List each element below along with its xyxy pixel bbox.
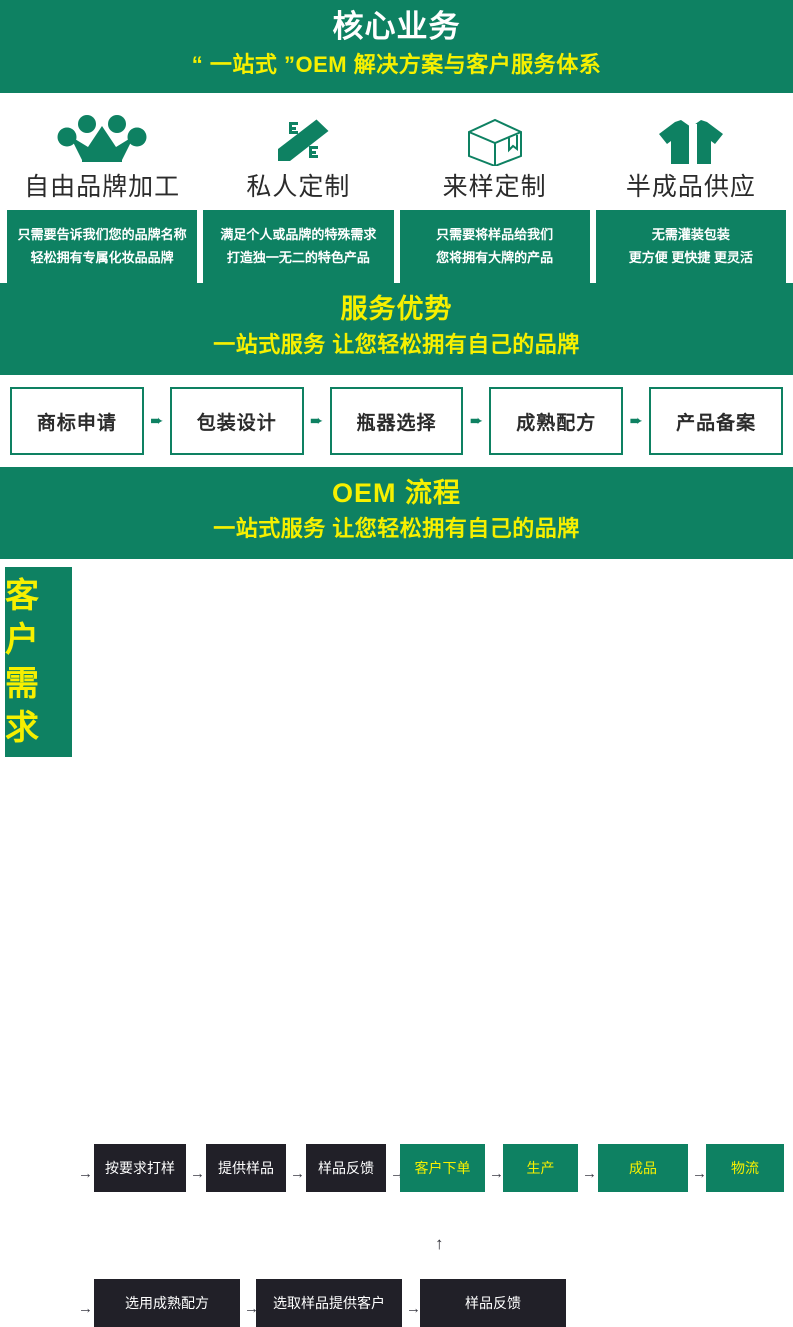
service-chain: 商标申请 ➨ 包装设计 ➨ 瓶器选择 ➨ 成熟配方 ➨ 产品备案 xyxy=(0,375,793,467)
page-title: 核心业务 xyxy=(332,9,461,44)
oem-flow-diagram: 客户需求 → 按要求打样 → 提供样品 → 样品反馈 → 客户下单 → 生产 →… xyxy=(0,559,793,1327)
service-advantage-title: 服务优势 xyxy=(340,294,453,324)
core-business-label: 半成品供应 xyxy=(625,173,756,202)
flow-node-bottom-1[interactable]: 选取样品提供客户 xyxy=(256,1279,402,1327)
page-subtitle: “ 一站式 ”OEM 解决方案与客户服务体系 xyxy=(191,52,602,77)
arrow-right-icon: → xyxy=(190,1165,205,1182)
arrow-right-icon: → xyxy=(692,1165,707,1182)
arrow-up-icon: ↑ xyxy=(435,1234,444,1253)
core-business-item-0[interactable]: 自由品牌加工 只需要告诉我们您的品牌名称 轻松拥有专属化妆品品牌 xyxy=(4,93,200,283)
oem-process-subtitle: 一站式服务 让您轻松拥有自己的品牌 xyxy=(213,516,580,541)
core-business-card-line2: 打造独一无二的特色产品 xyxy=(226,250,370,266)
flow-node-top-6[interactable]: 物流 xyxy=(706,1144,784,1192)
arrow-right-icon: → xyxy=(78,1300,93,1317)
core-business-card: 只需要告诉我们您的品牌名称 轻松拥有专属化妆品品牌 xyxy=(7,209,198,283)
flow-customer-demand-block: 客户需求 xyxy=(5,567,72,757)
core-business-card: 满足个人或品牌的特殊需求 打造独一无二的特色产品 xyxy=(203,209,394,283)
arrow-right-icon: ➨ xyxy=(150,413,164,430)
core-business-item-3[interactable]: 半成品供应 无需灌装包装 更方便 更快捷 更灵活 xyxy=(593,93,789,283)
core-business-card-line2: 您将拥有大牌的产品 xyxy=(436,250,554,266)
service-chain-step-4[interactable]: 产品备案 xyxy=(649,387,783,455)
flow-node-top-0[interactable]: 按要求打样 xyxy=(94,1144,186,1192)
core-business-card-line2: 轻松拥有专属化妆品品牌 xyxy=(30,250,174,266)
flow-node-top-2[interactable]: 样品反馈 xyxy=(306,1144,386,1192)
core-business-card: 只需要将样品给我们 您将拥有大牌的产品 xyxy=(399,209,590,283)
service-advantage-subtitle: 一站式服务 让您轻松拥有自己的品牌 xyxy=(213,332,580,357)
flow-node-top-4[interactable]: 生产 xyxy=(503,1144,578,1192)
core-business-card-line2: 更方便 更快捷 更灵活 xyxy=(628,250,753,266)
core-business-card-line1: 只需要告诉我们您的品牌名称 xyxy=(17,227,187,243)
core-business-card: 无需灌装包装 更方便 更快捷 更灵活 xyxy=(595,209,786,283)
core-business-item-2[interactable]: 来样定制 只需要将样品给我们 您将拥有大牌的产品 xyxy=(397,93,593,283)
core-business-card-line1: 只需要将样品给我们 xyxy=(436,227,554,243)
arrow-right-icon: → xyxy=(78,1165,93,1182)
core-business-label: 私人定制 xyxy=(246,173,351,202)
flow-node-top-5[interactable]: 成品 xyxy=(598,1144,688,1192)
arrow-right-icon: ➨ xyxy=(469,413,484,430)
service-chain-step-0[interactable]: 商标申请 xyxy=(10,387,144,455)
flow-node-bottom-2[interactable]: 样品反馈 xyxy=(420,1279,566,1327)
arrow-right-icon: ➨ xyxy=(629,413,643,430)
arrow-right-icon: ➨ xyxy=(309,413,324,430)
box-icon xyxy=(449,93,541,167)
service-chain-step-1[interactable]: 包装设计 xyxy=(169,387,304,455)
oem-process-banner: OEM 流程 一站式服务 让您轻松拥有自己的品牌 xyxy=(0,467,793,559)
oem-process-title: OEM 流程 xyxy=(331,478,461,508)
core-business-label: 自由品牌加工 xyxy=(24,173,181,202)
pencil-icon xyxy=(252,93,344,166)
arrow-right-icon: → xyxy=(582,1165,597,1182)
core-business-card-line1: 无需灌装包装 xyxy=(651,227,730,243)
arrow-right-icon: → xyxy=(290,1165,305,1182)
core-business-card-line1: 满足个人或品牌的特殊需求 xyxy=(220,227,377,243)
core-business-item-1[interactable]: 私人定制 满足个人或品牌的特殊需求 打造独一无二的特色产品 xyxy=(200,93,396,283)
core-business-label: 来样定制 xyxy=(442,173,547,202)
flow-node-bottom-0[interactable]: 选用成熟配方 xyxy=(94,1279,240,1327)
service-advantage-banner: 服务优势 一站式服务 让您轻松拥有自己的品牌 xyxy=(0,283,793,375)
service-chain-step-3[interactable]: 成熟配方 xyxy=(489,387,624,455)
arrow-right-icon: → xyxy=(406,1300,421,1317)
flow-node-top-3[interactable]: 客户下单 xyxy=(400,1144,485,1192)
tshirt-icon xyxy=(645,93,737,166)
core-business-columns: 自由品牌加工 只需要告诉我们您的品牌名称 轻松拥有专属化妆品品牌 xyxy=(0,93,793,283)
service-chain-step-2[interactable]: 瓶器选择 xyxy=(329,387,464,455)
crown-icon xyxy=(56,93,148,166)
flow-node-top-1[interactable]: 提供样品 xyxy=(206,1144,286,1192)
core-business-banner: 核心业务 “ 一站式 ”OEM 解决方案与客户服务体系 xyxy=(0,0,793,93)
arrow-right-icon: → xyxy=(489,1165,504,1182)
flow-customer-demand-label: 客户需求 xyxy=(5,577,39,747)
